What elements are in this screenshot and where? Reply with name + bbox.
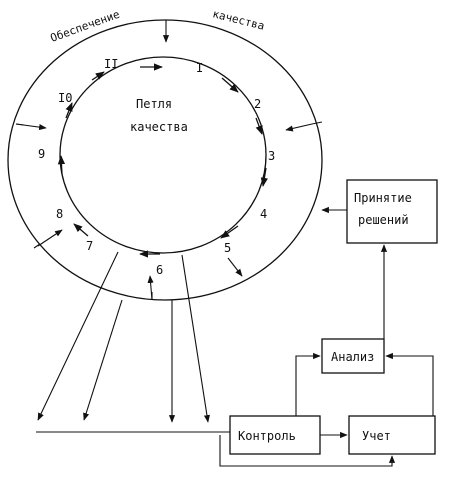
analysis-label: Анализ [331,350,374,364]
stage-label-6: 6 [156,263,163,277]
connector-lines [36,206,434,467]
loop-title-line1: Петля [136,97,172,111]
inner-loop-ring [59,56,267,254]
decision-label-line1: Принятие [354,191,412,205]
decision-label-line2: решений [358,213,409,227]
accounting-label: Учет [362,429,391,443]
outer-ring [7,19,323,301]
decision-box [346,179,438,244]
stage-label-2: 2 [254,97,261,111]
stage-label-5: 5 [224,241,231,255]
stage-label-8: 8 [56,207,63,221]
analysis-box [321,338,385,374]
control-label: Контроль [238,429,296,443]
stage-label-3: 3 [268,149,275,163]
stage-label-10: I0 [58,91,72,105]
loop-title-line2: качества [130,120,188,134]
stage-label-9: 9 [38,147,45,161]
stage-label-1: I [196,61,203,75]
stage-label-4: 4 [260,207,267,221]
accounting-box [348,415,436,455]
stage-label-11: II [104,57,118,71]
stage-label-7: 7 [86,239,93,253]
loop-direction-arrows [57,63,268,258]
